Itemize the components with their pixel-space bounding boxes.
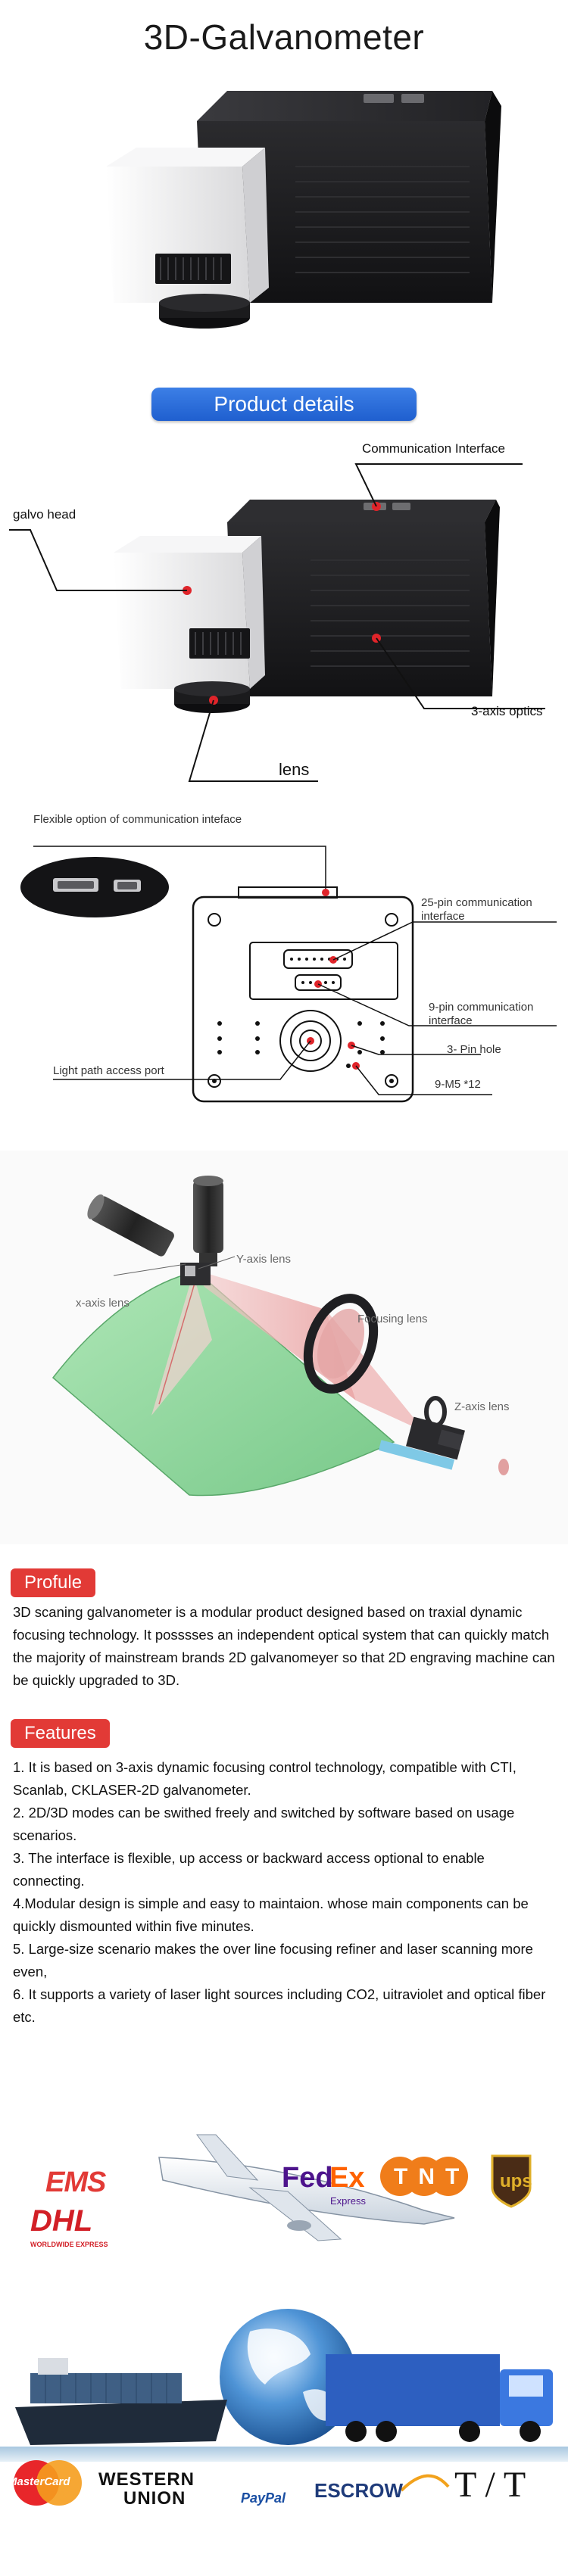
optics-focusing-label: Focusing lens [357, 1313, 428, 1325]
optics-illustration [0, 1151, 568, 1544]
fedex-logo-fed: Fed [282, 2162, 333, 2194]
hero-product-image [106, 91, 501, 329]
callout-3-axis-optics: 3-axis optics [471, 704, 543, 718]
optics-x-axis-label: x-axis lens [76, 1297, 130, 1310]
paypal-logo: PayPal [241, 2490, 286, 2506]
feature-item: 5. Large-size scenario makes the over li… [13, 1941, 533, 1980]
mastercard-logo: MasterCard [8, 2475, 70, 2488]
diagram-light-path-label: Light path access port [53, 1064, 164, 1077]
optics-y-axis-label: Y-axis lens [236, 1253, 291, 1266]
dhl-subtitle: WORLDWIDE EXPRESS [30, 2241, 108, 2248]
fedex-logo-ex: Ex [329, 2162, 365, 2194]
profile-text: 3D scaning galvanometer is a modular pro… [13, 1604, 555, 1688]
diagram-m5-label: 9-M5 *12 [435, 1078, 481, 1091]
feature-item: 3. The interface is flexible, up access … [13, 1850, 485, 1889]
diagram-9-pin-label: 9-pin communication interface [429, 1001, 534, 1027]
feature-item: 6. It supports a variety of laser light … [13, 1986, 546, 2025]
product-details-banner: Product details [151, 388, 417, 421]
dhl-logo: DHL [30, 2204, 93, 2238]
ems-logo: EMS [45, 2166, 106, 2198]
feature-item: 4.Modular design is simple and easy to m… [13, 1895, 529, 1934]
features-heading: Features [11, 1719, 110, 1748]
diagram-flexible-option-label: Flexible option of communication intefac… [33, 813, 242, 826]
callout-product-image [9, 463, 545, 782]
diagram-25-pin-label: 25-pin communication interface [421, 896, 532, 923]
callout-communication-interface: Communication Interface [362, 441, 505, 456]
shipping-illustration [0, 2134, 568, 2506]
western-union-logo-bottom: UNION [123, 2488, 186, 2509]
features-list: 1. It is based on 3-axis dynamic focusin… [13, 1756, 558, 2029]
page-title: 3D-Galvanometer [143, 17, 425, 57]
tt-logo: T / T [454, 2465, 526, 2505]
tnt-logo: TNT [394, 2164, 470, 2189]
ups-logo: ups [500, 2171, 532, 2191]
profile-heading: Profule [11, 1568, 96, 1597]
callout-galvo-head: galvo head [13, 507, 76, 522]
callout-lens: lens [279, 760, 310, 779]
fedex-subtitle: Express [330, 2195, 366, 2207]
western-union-logo-top: WESTERN [98, 2469, 195, 2490]
diagram-pin-hole-label: 3- Pin hole [447, 1043, 501, 1056]
feature-item: 1. It is based on 3-axis dynamic focusin… [13, 1759, 517, 1798]
feature-item: 2. 2D/3D modes can be swithed freely and… [13, 1805, 515, 1843]
optics-z-axis-label: Z-axis lens [454, 1400, 510, 1413]
escrow-logo: ESCROW [314, 2479, 403, 2502]
interface-diagram [20, 846, 557, 1103]
